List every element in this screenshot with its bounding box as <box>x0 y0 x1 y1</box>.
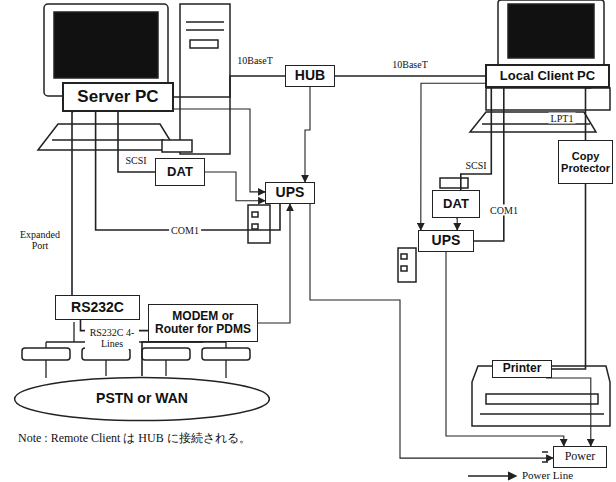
power-line <box>446 252 564 446</box>
node-text: DAT <box>167 165 193 179</box>
edge-label: 10BaseT <box>390 59 430 70</box>
cable-line <box>552 184 586 369</box>
node-text: Server PC <box>77 88 158 107</box>
edge-label: COM1 <box>169 225 201 236</box>
node-text: MODEM or Router for PDMS <box>153 310 253 336</box>
cable-line <box>72 112 73 295</box>
edge-label: Expanded Port <box>17 229 63 251</box>
node-text: Printer <box>503 362 542 375</box>
power-box: Power <box>553 446 607 468</box>
dat-box: DAT <box>155 158 205 186</box>
cable-line <box>142 342 203 376</box>
node-text: Power <box>565 450 596 463</box>
ups-box: UPS <box>265 182 315 204</box>
node-text: RS232C <box>71 300 124 315</box>
cable-line <box>96 112 280 230</box>
power-line <box>258 204 290 323</box>
node-text: UPS <box>432 233 461 248</box>
cable-line <box>174 76 285 97</box>
power-line <box>310 204 553 458</box>
power-line <box>456 218 457 230</box>
printer-label: Printer <box>492 360 552 378</box>
edge-label: COM1 <box>488 205 520 216</box>
modem-box: MODEM or Router for PDMS <box>148 304 258 342</box>
network-ellipse: PSTN or WAN <box>12 376 272 422</box>
cable-line <box>461 88 492 190</box>
edge-label: SCSI <box>463 160 488 171</box>
node-text: Local Client PC <box>500 69 595 83</box>
ups-box: UPS <box>418 230 474 252</box>
server-label: Server PC <box>62 82 174 112</box>
node-text: PSTN or WAN <box>96 391 188 406</box>
cable-line <box>586 88 592 140</box>
power-line <box>546 378 591 446</box>
legend-text: Power Line <box>522 469 573 481</box>
client-label: Local Client PC <box>485 64 610 88</box>
node-text: Copy Protector <box>560 150 611 174</box>
edge-label: SCSI <box>123 155 148 166</box>
hub-box: HUB <box>285 65 335 87</box>
node-text: DAT <box>443 197 469 211</box>
power-line <box>421 83 485 230</box>
node-text: UPS <box>276 185 305 200</box>
edge-label: RS232C 4-Lines <box>85 327 139 349</box>
cable-line <box>335 75 485 77</box>
copy-protector-box: Copy Protector <box>558 140 613 184</box>
power-line <box>205 172 265 201</box>
dat-box: DAT <box>432 190 480 218</box>
node-text: HUB <box>295 68 325 83</box>
power-line <box>305 87 310 182</box>
cable-line <box>118 112 155 172</box>
edge-label: 10BaseT <box>235 55 275 66</box>
note-text: Note : Remote Client は HUB に接続される。 <box>18 430 251 447</box>
rs232c-box: RS232C <box>55 295 140 320</box>
edge-label: LPT1 <box>549 113 576 124</box>
